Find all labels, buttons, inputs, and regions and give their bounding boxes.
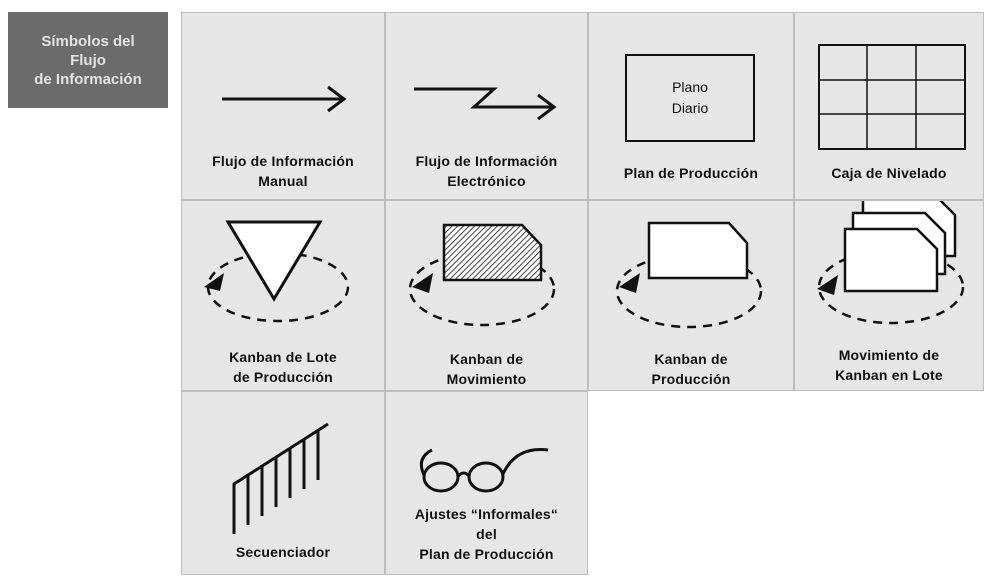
- symbol-label: Ajustes “Informales“: [414, 506, 559, 522]
- symbol-label: Caja de Nivelado: [831, 165, 947, 181]
- sequencer-rail-icon: [232, 422, 329, 534]
- production-kanban-card-icon: [615, 221, 763, 329]
- symbol-leveling-box: Caja de Nivelado: [794, 12, 984, 200]
- symbol-label: Plan de Producción: [419, 546, 554, 562]
- legend-title-line2: Flujo: [70, 51, 106, 69]
- legend-title: Símbolos del Flujo de Información: [8, 12, 168, 108]
- symbol-label: de Producción: [233, 369, 333, 385]
- symbol-manual-info-flow: Flujo de Información Manual: [181, 12, 385, 200]
- batch-kanban-triangle-icon: [204, 220, 350, 323]
- batch-kanban-cards-icon: [817, 201, 965, 325]
- symbol-label: Movimiento: [446, 371, 527, 387]
- symbol-production-batch-kanban: Kanban de Lote de Producción: [181, 200, 385, 391]
- symbol-informal-adjustments: Ajustes “Informales“ del Plan de Producc…: [385, 391, 588, 575]
- plan-inner-text: Diario: [671, 100, 709, 116]
- symbol-electronic-info-flow: Flujo de Información Electrónico: [385, 12, 588, 200]
- symbol-production-plan: Plano Diario Plan de Producción: [588, 12, 794, 200]
- symbol-label: Secuenciador: [235, 544, 331, 560]
- symbol-label: Kanban de: [654, 351, 728, 367]
- symbol-sequencer: Secuenciador: [181, 391, 385, 575]
- manual-arrow-icon: [222, 85, 347, 113]
- production-plan-box-icon: [625, 54, 755, 142]
- symbol-label: Electrónico: [447, 173, 526, 189]
- symbol-label: Movimiento de: [838, 347, 940, 363]
- electronic-arrow-icon: [414, 87, 557, 121]
- symbol-production-kanban: Kanban de Producción: [588, 200, 794, 391]
- legend-title-line1: Símbolos del: [41, 32, 135, 50]
- legend-title-line3: de Información: [34, 70, 142, 88]
- symbol-label: Kanban de Lote: [229, 349, 337, 365]
- plan-inner-text: Plano: [672, 79, 708, 95]
- symbol-label: Flujo de Información: [415, 153, 558, 169]
- symbol-label: Plan de Producción: [623, 165, 759, 181]
- withdrawal-kanban-card-icon: [408, 223, 556, 327]
- symbol-label: Kanban de: [449, 351, 524, 367]
- symbol-label: Flujo de Información: [212, 153, 354, 169]
- symbol-label: Kanban en Lote: [835, 367, 943, 383]
- leveling-box-grid-icon: [818, 44, 966, 150]
- symbol-label: Manual: [258, 173, 308, 189]
- glasses-icon: [419, 448, 549, 493]
- symbol-label: del: [476, 526, 497, 542]
- symbol-withdrawal-kanban: Kanban de Movimiento: [385, 200, 588, 391]
- symbol-batch-kanban-withdrawal: Movimiento de Kanban en Lote: [794, 200, 984, 391]
- symbol-label: Producción: [651, 371, 731, 387]
